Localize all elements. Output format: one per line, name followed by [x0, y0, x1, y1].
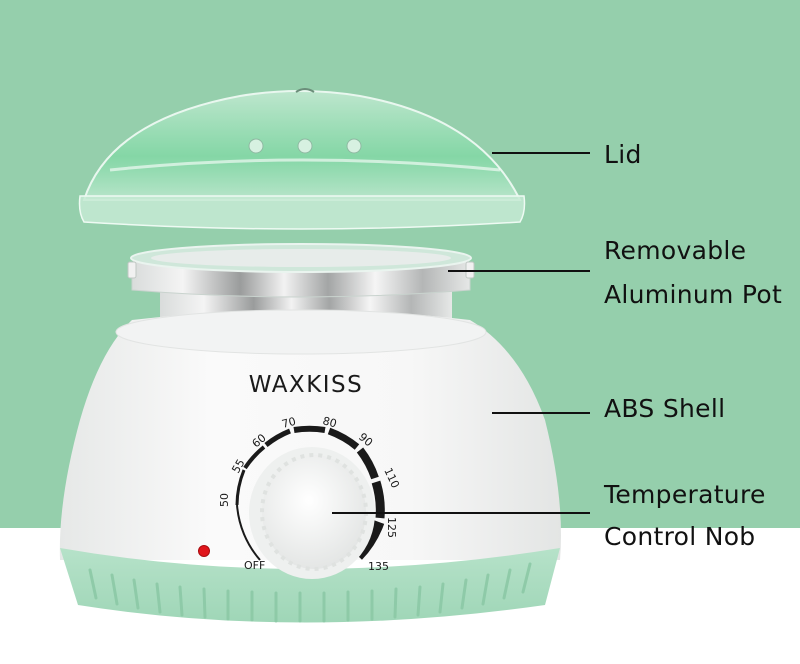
callout-lid: Lid	[604, 136, 642, 174]
power-indicator-light-icon	[198, 545, 210, 557]
green-base	[60, 548, 560, 623]
callout-shell-text: ABS Shell	[604, 394, 726, 423]
dial-label-50: 50	[218, 493, 231, 507]
callout-pot-line2: Aluminum Pot	[604, 280, 783, 309]
callout-pot-line1: Removable	[604, 236, 747, 265]
callout-knob: Temperature Control Nob	[604, 476, 766, 556]
dial-label-70: 70	[280, 415, 297, 431]
callout-shell: ABS Shell	[604, 390, 725, 428]
dial-label-55: 55	[229, 457, 247, 476]
callout-knob-line2: Control Nob	[604, 522, 756, 551]
brand-logo: WAXKISS	[249, 372, 364, 398]
leader-line-shell	[492, 412, 590, 414]
callout-knob-line1: Temperature	[604, 480, 766, 509]
leader-line-lid	[492, 152, 590, 154]
dial-label-off: OFF	[244, 559, 265, 572]
abs-shell	[59, 309, 561, 560]
lid	[78, 88, 526, 230]
dial-label-135: 135	[368, 560, 389, 573]
dial-label-80: 80	[321, 414, 338, 430]
temperature-control-knob[interactable]	[249, 447, 375, 579]
callout-pot: Removable Aluminum Pot	[604, 232, 782, 314]
leader-line-knob	[332, 512, 590, 514]
dial-label-125: 125	[385, 517, 398, 538]
callout-lid-text: Lid	[604, 140, 642, 169]
leader-line-pot	[448, 270, 590, 272]
